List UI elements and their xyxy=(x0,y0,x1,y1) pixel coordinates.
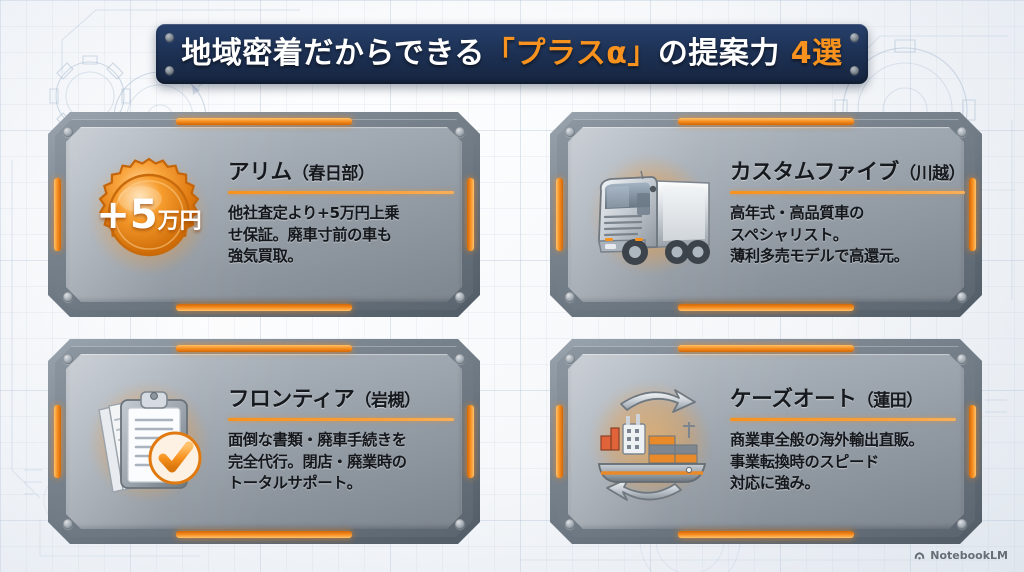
card-rivet-top-right xyxy=(455,354,465,364)
card-rivet-top-left xyxy=(63,354,73,364)
card-accent-top xyxy=(678,345,854,352)
card-accent-right xyxy=(969,405,976,478)
watermark-label: NotebookLM xyxy=(930,549,1008,562)
card-accent-left xyxy=(54,178,61,251)
card-title: カスタムファイブ（川越） xyxy=(730,161,965,184)
notebooklm-logo-icon xyxy=(914,552,925,560)
card-icon-area xyxy=(576,134,726,295)
card-description-line: 事業転換時のスピード xyxy=(730,452,879,471)
card-title: フロンティア（岩槻） xyxy=(228,388,454,411)
card-icon-area xyxy=(576,361,726,522)
card-accent-bottom xyxy=(176,531,352,538)
card-accent-bottom xyxy=(678,531,854,538)
card-description-line: トータルサポート。 xyxy=(228,474,362,493)
card-rivet-bottom-left xyxy=(565,292,575,302)
card-accent-bottom xyxy=(176,304,352,311)
card-frontier[interactable]: フロンティア（岩槻） 面倒な書類・廃車手続きを 完全代行。閉店・廃業時の トータ… xyxy=(48,339,480,544)
notebooklm-watermark: NotebookLM xyxy=(913,549,1008,562)
banner-screw-top-right xyxy=(850,33,859,42)
banner-screw-top-left xyxy=(165,33,174,42)
card-description: 他社査定より+5万円上乗 せ保証。廃車寸前の車も 強気買取。 xyxy=(228,203,454,268)
card-accent-right xyxy=(467,178,474,251)
card-custom-five[interactable]: カスタムファイブ（川越） 高年式・高品質車の スペシャリスト。 薄利多売モデルで… xyxy=(550,112,982,317)
card-description-line: 薄利多売モデルで高還元。 xyxy=(730,247,909,266)
banner-screw-bottom-left xyxy=(165,66,174,75)
badge-amount: +5 xyxy=(96,191,158,238)
card-location: （春日部） xyxy=(291,164,375,185)
card-description-line: 他社査定より+5万円上乗 xyxy=(228,203,400,222)
card-description: 高年式・高品質車の スペシャリスト。 薄利多売モデルで高還元。 xyxy=(730,203,965,268)
card-accent-top xyxy=(678,118,854,125)
card-description: 面倒な書類・廃車手続きを 完全代行。閉店・廃業時の トータルサポート。 xyxy=(228,430,454,495)
card-accent-bottom xyxy=(678,304,854,311)
clipboard-check-icon xyxy=(83,378,215,506)
card-location: （蓮田） xyxy=(856,391,923,412)
card-rivet-bottom-right xyxy=(455,292,465,302)
card-company-name: フロンティア xyxy=(228,387,355,413)
card-description-line: 商業車全般の海外輸出直販。 xyxy=(730,430,924,449)
card-title: アリム（春日部） xyxy=(228,161,454,184)
card-divider xyxy=(228,191,454,194)
card-rivet-bottom-left xyxy=(565,519,575,529)
card-accent-top xyxy=(176,118,352,125)
card-rivet-bottom-right xyxy=(957,292,967,302)
card-rivet-bottom-right xyxy=(455,519,465,529)
card-description-line: 対応に強み。 xyxy=(730,474,820,493)
card-description-line: 完全代行。閉店・廃業時の xyxy=(228,452,407,471)
card-rivet-bottom-right xyxy=(957,519,967,529)
banner-text-highlight: 「プラスα」 xyxy=(484,36,658,71)
card-divider xyxy=(730,191,965,194)
card-rivet-top-right xyxy=(455,127,465,137)
card-accent-right xyxy=(969,178,976,251)
card-description: 商業車全般の海外輸出直販。 事業転換時のスピード 対応に強み。 xyxy=(730,430,956,495)
card-company-name: カスタムファイブ xyxy=(730,160,900,186)
card-divider xyxy=(228,418,454,421)
card-kays-auto[interactable]: ケーズオート（蓮田） 商業車全般の海外輸出直販。 事業転換時のスピード 対応に強… xyxy=(550,339,982,544)
card-accent-left xyxy=(556,178,563,251)
card-location: （川越） xyxy=(899,164,966,185)
card-location: （岩槻） xyxy=(354,391,421,412)
card-rivet-bottom-left xyxy=(63,519,73,529)
card-divider xyxy=(730,418,956,421)
card-accent-left xyxy=(54,405,61,478)
card-company-name: ケーズオート xyxy=(730,387,857,413)
card-rivet-top-right xyxy=(957,354,967,364)
card-accent-right xyxy=(467,405,474,478)
container-ship-export-icon xyxy=(585,378,717,506)
card-description-line: 高年式・高品質車の xyxy=(730,203,864,222)
banner-text-before: 地域密着だからできる xyxy=(181,36,485,71)
card-rivet-bottom-left xyxy=(63,292,73,302)
card-rivet-top-left xyxy=(565,127,575,137)
card-rivet-top-left xyxy=(565,354,575,364)
banner-screw-bottom-right xyxy=(850,66,859,75)
title-banner: 地域密着だからできる「プラスα」の提案力 4選 xyxy=(156,24,868,84)
card-company-name: アリム xyxy=(228,160,292,186)
card-accent-left xyxy=(556,405,563,478)
card-rivet-top-left xyxy=(63,127,73,137)
card-description-line: 強気買取。 xyxy=(228,247,303,266)
card-description-line: せ保証。廃車寸前の車も xyxy=(228,225,392,244)
semi-truck-icon xyxy=(585,151,717,279)
gold-seal-badge-icon xyxy=(83,151,215,279)
badge-unit: 万円 xyxy=(157,208,202,234)
card-description-line: スペシャリスト。 xyxy=(730,225,848,244)
banner-text-middle: の提案力 xyxy=(657,36,791,71)
card-icon-area xyxy=(74,361,224,522)
card-accent-top xyxy=(176,345,352,352)
card-rivet-top-right xyxy=(957,127,967,137)
banner-text-count: 4選 xyxy=(790,36,843,71)
card-description-line: 面倒な書類・廃車手続きを xyxy=(228,430,407,449)
card-title: ケーズオート（蓮田） xyxy=(730,388,956,411)
banner-title-text: 地域密着だからできる「プラスα」の提案力 4選 xyxy=(181,39,842,69)
